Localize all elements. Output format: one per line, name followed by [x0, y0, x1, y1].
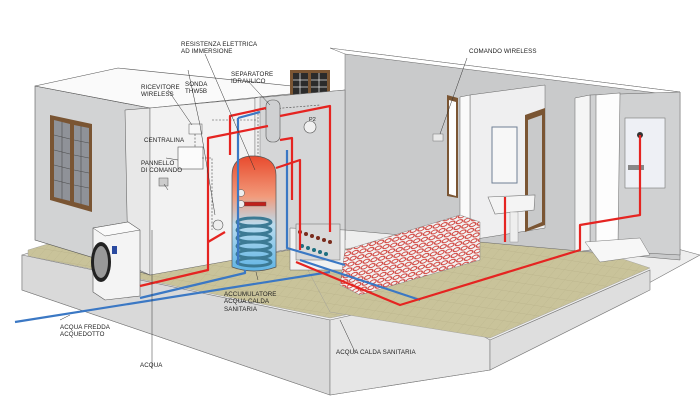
outdoor-unit [91, 221, 141, 301]
shower [584, 117, 666, 263]
manifold [295, 223, 341, 261]
label-probe-thw5b: SONDA THW5B [185, 81, 208, 96]
label-cold-water-mains: ACQUA FREDDA ACQUEDOTTO [60, 324, 111, 339]
label-hydraulic-separator: SEPARATORE IDRAULICO [231, 71, 274, 86]
mixing-valve [212, 219, 224, 231]
cold-water-pipes [14, 110, 421, 324]
label-wireless-command: COMANDO WIRELESS [469, 48, 537, 55]
label-wireless-receiver: RICEVITORE WIRELESS [141, 84, 180, 99]
label-immersion-heater: RESISTENZA ELETTRICA AD IMMERSIONE [181, 41, 258, 56]
hydraulic-separator [265, 99, 281, 143]
label-water: ACQUA [140, 362, 163, 369]
underfloor-heating [339, 214, 481, 296]
pump-p2 [303, 120, 317, 134]
label-pump-p2: P2 [309, 117, 316, 123]
label-domestic-hot-water: ACQUA CALDA SANITARIA [336, 349, 416, 356]
washbasin [487, 126, 536, 243]
label-storage-tank: ACCUMULATORE ACQUA CALDA SANITARIA [224, 291, 277, 313]
leader-lines [59, 53, 468, 368]
wireless-thermostat-device [432, 133, 444, 142]
label-control-panel: PANNELLO DI COMANDO [141, 160, 183, 175]
window-left [50, 115, 92, 212]
label-control-unit: CENTRALINA [144, 137, 185, 144]
hot-water-pipes [139, 104, 642, 307]
